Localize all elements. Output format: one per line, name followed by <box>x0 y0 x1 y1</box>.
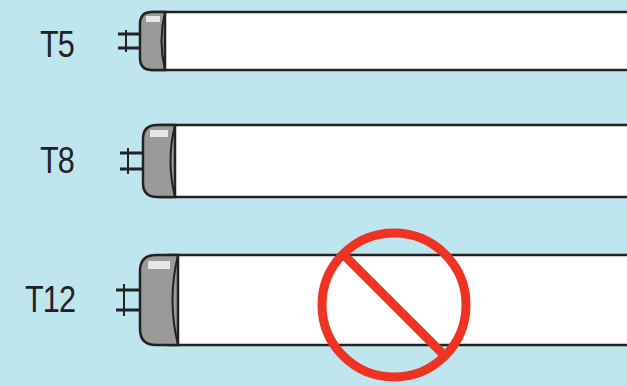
prohibition-sign <box>322 233 466 377</box>
tube-type-label: T12 <box>25 282 75 318</box>
tube-type-label: T5 <box>40 27 74 63</box>
t5-tube <box>118 12 627 70</box>
t8-tube <box>120 125 627 197</box>
t12-tube <box>116 255 627 345</box>
tube-type-label: T8 <box>40 143 74 179</box>
